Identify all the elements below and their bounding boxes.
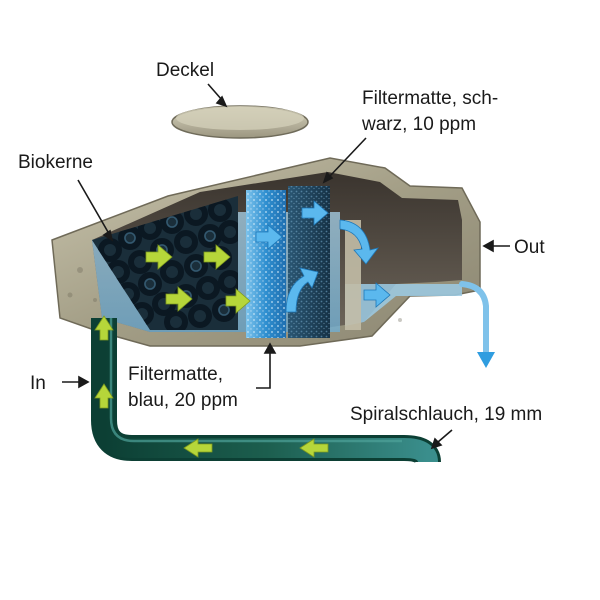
- inlet-hose: [91, 315, 441, 464]
- label-bio-cores: Biokerne: [18, 152, 93, 173]
- labels: Deckel Filtermatte, sch- warz, 10 ppm Bi…: [18, 60, 545, 425]
- outflow-stream: [459, 281, 495, 368]
- arrow-icon: [165, 286, 193, 312]
- arrow-icon: [203, 244, 231, 270]
- leader-lines: [62, 83, 510, 450]
- arrow-icon: [183, 438, 213, 458]
- arrow-icon: [363, 282, 391, 308]
- flow-arrows-blue: [255, 200, 391, 313]
- leader-arrow-icon: [215, 95, 228, 108]
- label-lid: Deckel: [156, 60, 214, 81]
- label-blue-mat-line2: blau, 20 ppm: [128, 390, 238, 411]
- lid: [171, 105, 309, 139]
- arrow-icon: [225, 288, 251, 314]
- label-black-mat-line2: warz, 10 ppm: [361, 114, 476, 135]
- arrow-icon: [299, 438, 329, 458]
- arrow-icon: [339, 219, 379, 265]
- label-blue-mat-line1: Filtermatte,: [128, 364, 223, 385]
- arrow-icon: [285, 267, 319, 313]
- arrow-icon: [94, 315, 114, 341]
- label-inlet: In: [30, 373, 46, 394]
- leader-arrow-icon: [482, 239, 494, 253]
- leader-arrow-icon: [322, 171, 334, 184]
- leader-arrow-icon: [102, 229, 114, 242]
- arrow-icon: [301, 200, 329, 226]
- leader-arrow-icon: [78, 375, 90, 389]
- leader-arrow-icon: [263, 342, 277, 354]
- blue-filter-mat: [246, 190, 286, 338]
- arrow-icon: [255, 224, 283, 250]
- arrow-icon: [145, 244, 173, 270]
- label-black-mat-line1: Filtermatte, sch-: [362, 88, 498, 109]
- flow-arrows-green: [145, 244, 251, 314]
- label-hose: Spiralschlauch, 19 mm: [350, 404, 542, 425]
- leader-arrow-icon: [430, 437, 443, 450]
- arrow-icon: [94, 383, 114, 409]
- label-outlet: Out: [514, 237, 545, 258]
